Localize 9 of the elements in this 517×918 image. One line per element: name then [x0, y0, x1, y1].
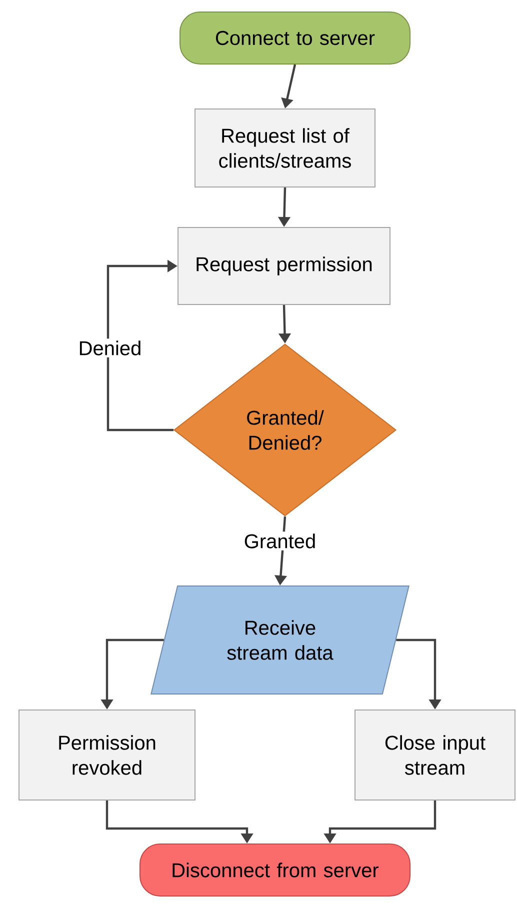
- edge-label: Granted: [242, 532, 318, 550]
- process-box: Permission revoked: [18, 710, 196, 800]
- data-parallelogram: Receive stream data: [150, 586, 410, 694]
- process-box: Close input stream: [354, 710, 516, 800]
- end-terminal: Disconnect from server: [140, 844, 410, 896]
- process-box: Request list of clients/streams: [194, 108, 376, 188]
- process-box: Request permission: [178, 227, 390, 305]
- start-terminal: Connect to server: [180, 12, 410, 64]
- edge-label: Denied: [76, 338, 144, 358]
